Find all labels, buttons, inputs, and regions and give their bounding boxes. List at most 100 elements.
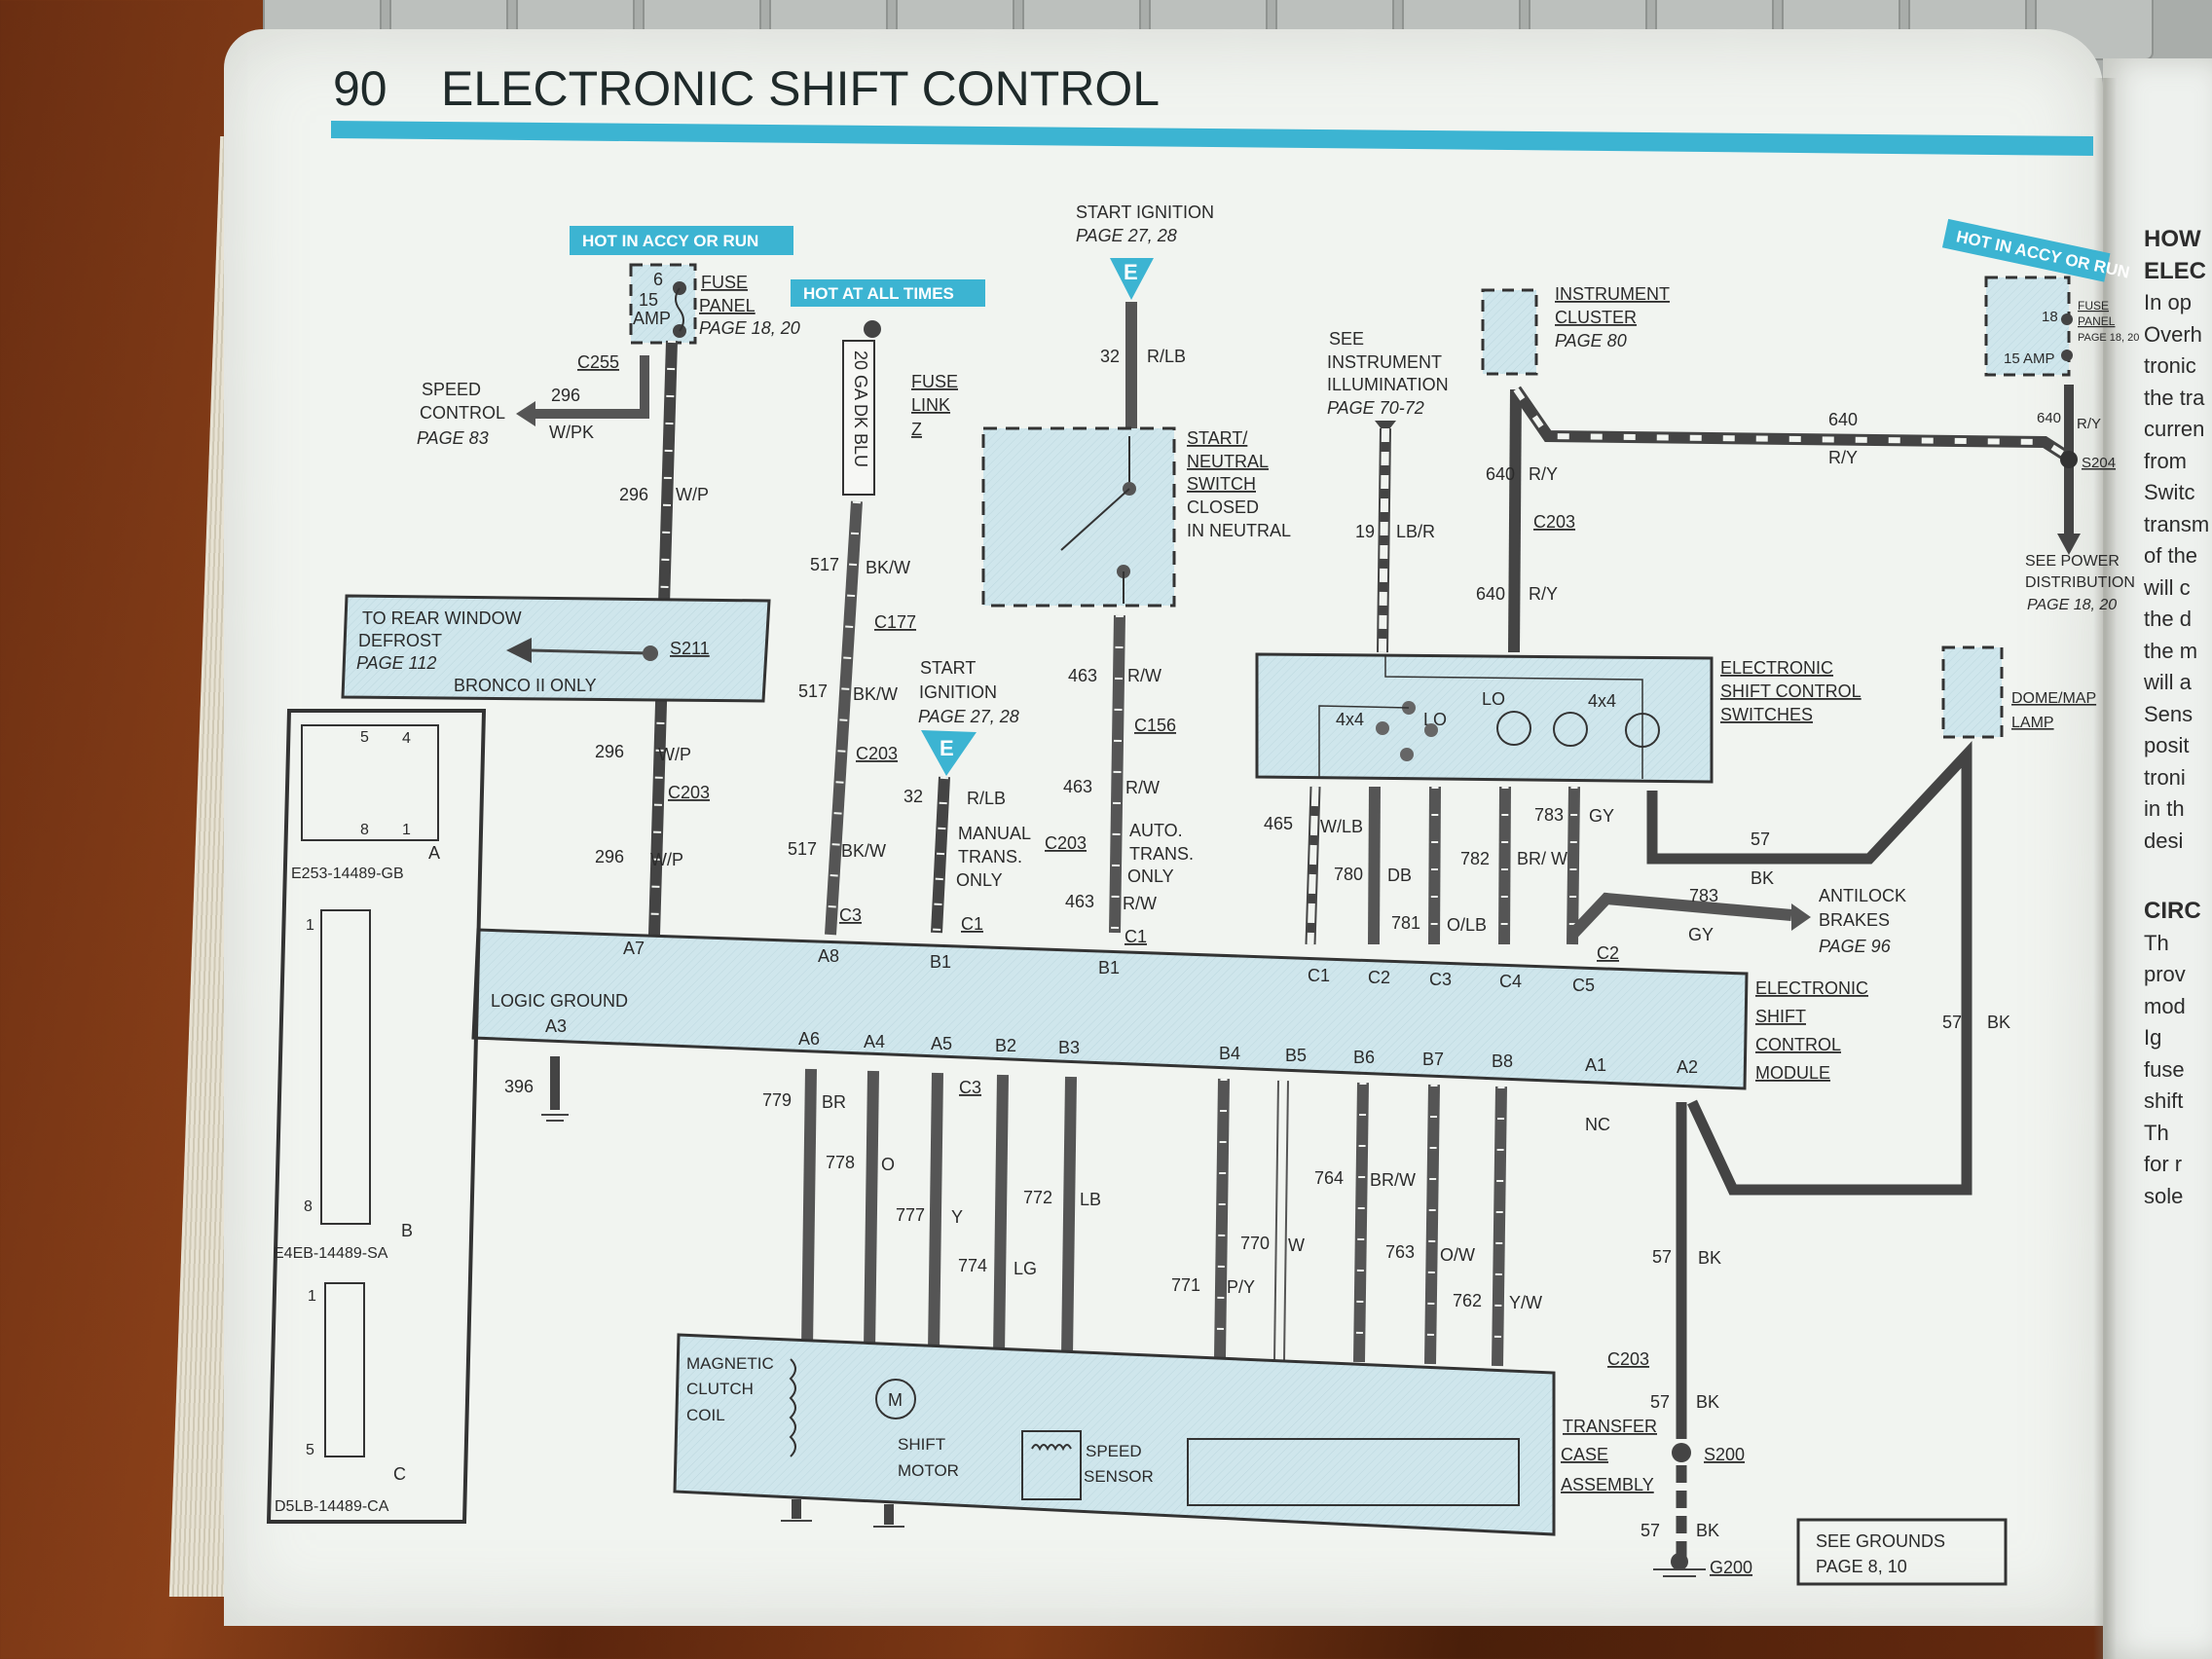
- electronic-shift-control-module: [471, 928, 1749, 1090]
- wire-number: 57: [1650, 1392, 1670, 1412]
- neutral-switch-label: IN NEUTRAL: [1187, 521, 1291, 540]
- wire-number: 640: [2037, 410, 2061, 426]
- wire-number: 517: [788, 839, 817, 859]
- wire-778: [864, 1070, 879, 1351]
- wire-number: 783: [1689, 886, 1718, 905]
- dome-map-lamp: [1941, 645, 2004, 739]
- wire-color: LG: [1014, 1259, 1037, 1278]
- module-pin-label: A6: [798, 1029, 820, 1049]
- pin-number: 1: [402, 822, 411, 838]
- antilock-label: BRAKES: [1819, 910, 1890, 930]
- module-pin-label: C1: [1308, 966, 1330, 985]
- wire-color: BK: [1751, 868, 1774, 888]
- fuse-link-label: FUSE: [911, 372, 958, 391]
- switch-trace: [1384, 654, 1643, 779]
- connector-a-view: [301, 724, 439, 841]
- wire-779: [801, 1068, 817, 1349]
- connector-letter: B: [401, 1221, 413, 1240]
- pin-number: 4: [402, 730, 411, 747]
- wire-number: 771: [1171, 1275, 1200, 1295]
- fuse-left-rating: 15: [639, 290, 658, 310]
- wire-color: P/Y: [1227, 1277, 1255, 1297]
- module-pin-label: B1: [1098, 958, 1120, 977]
- switches-label: SHIFT CONTROL: [1720, 682, 1862, 701]
- header-rule: [331, 121, 2093, 156]
- wire-number: 57: [1751, 830, 1770, 849]
- wire-number: 57: [1641, 1521, 1660, 1540]
- connector-part-number: D5LB-14489-CA: [275, 1498, 389, 1515]
- wire-number: 296: [595, 847, 624, 866]
- facing-page-line: mod: [2144, 993, 2186, 1018]
- splice-s200: [1672, 1443, 1691, 1462]
- fuse-right-label: PANEL: [2078, 314, 2116, 328]
- page-number: 90: [333, 61, 387, 116]
- ignition-marker-letter: E: [1124, 260, 1138, 284]
- connector-c1: C1: [961, 914, 983, 934]
- wire-774: [993, 1074, 1009, 1355]
- splice-label: S204: [2082, 455, 2116, 471]
- speed-control-label: CONTROL: [420, 403, 505, 423]
- neutral-switch-label: START/: [1187, 428, 1247, 448]
- wire-19: [1377, 427, 1391, 653]
- facing-page-line: Th: [2144, 1120, 2169, 1145]
- switches-label: SWITCHES: [1720, 705, 1813, 724]
- wire-color: O/W: [1440, 1245, 1475, 1265]
- wire-color: O/LB: [1447, 915, 1487, 935]
- facing-heading-2: ELEC: [2144, 257, 2207, 284]
- wire-number: 463: [1063, 777, 1092, 796]
- logic-ground-label: LOGIC GROUND: [491, 991, 628, 1011]
- antilock-label: ANTILOCK: [1819, 886, 1906, 905]
- connector-part-number: E4EB-14489-SA: [274, 1245, 388, 1262]
- defrost-branch: [530, 648, 651, 655]
- wire-color: W: [1288, 1235, 1305, 1255]
- wire-color: BK: [1696, 1392, 1719, 1412]
- arrow-left-icon: [516, 401, 535, 426]
- wire-number: 640: [1828, 410, 1858, 429]
- module-label: SHIFT: [1755, 1007, 1806, 1026]
- connector-c156: C156: [1134, 716, 1176, 735]
- connector-c3: C3: [839, 905, 862, 925]
- wire-number: 465: [1264, 814, 1293, 833]
- wire-number: 57: [1652, 1247, 1672, 1267]
- badge-hot-all-times-text: HOT AT ALL TIMES: [803, 284, 954, 303]
- wire-number: 517: [810, 555, 839, 574]
- wire-end-icon: [1375, 421, 1396, 434]
- connector-part-number: E253-14489-GB: [291, 866, 404, 882]
- wire-stripe: [933, 776, 948, 934]
- facing-page-line: Sens: [2144, 701, 2194, 726]
- see-grounds-page: PAGE 8, 10: [1816, 1557, 1907, 1576]
- wire-fill: [1275, 1080, 1287, 1361]
- antilock-page: PAGE 96: [1819, 937, 1892, 956]
- fuse-left-page: PAGE 18, 20: [699, 318, 800, 338]
- book-gutter: [2093, 78, 2117, 1659]
- coil-label: COIL: [686, 1406, 725, 1424]
- fuse-link-gauge: 20 GA DK BLU: [851, 350, 870, 467]
- module-pin-label: A7: [623, 939, 645, 958]
- splice-label: S211: [670, 639, 710, 658]
- connector-c-view: [324, 1282, 365, 1457]
- module-pin-label: A1: [1585, 1055, 1606, 1075]
- transfer-case-label: TRANSFER: [1563, 1417, 1657, 1436]
- wire-color: W/P: [676, 485, 709, 504]
- wire-color: LB: [1080, 1190, 1101, 1209]
- see-grounds-label: SEE GROUNDS: [1816, 1531, 1945, 1551]
- fuse-left-unit: AMP: [633, 309, 671, 328]
- connector-c3: C3: [959, 1078, 981, 1097]
- module-pin-label: A5: [931, 1034, 952, 1053]
- facing-page-line: Th: [2144, 930, 2169, 955]
- facing-page-line: sole: [2144, 1183, 2184, 1208]
- fuse-right-rating: 15 AMP: [2004, 350, 2055, 367]
- wire-762: [1492, 1086, 1507, 1367]
- pin-number: 5: [360, 729, 369, 746]
- fuse-link-terminal: [864, 320, 881, 338]
- wire-color: R/LB: [1147, 347, 1186, 366]
- wire-number: 19: [1355, 522, 1375, 541]
- module-pin-label: C3: [1429, 970, 1452, 989]
- wire-color: O: [881, 1155, 895, 1174]
- position-switches: [1187, 1438, 1520, 1506]
- facing-heading: HOW: [2144, 226, 2201, 252]
- facing-page-line: posit: [2144, 733, 2190, 757]
- wire-color: R/Y: [1529, 584, 1558, 604]
- module-pin-label: B8: [1492, 1051, 1513, 1071]
